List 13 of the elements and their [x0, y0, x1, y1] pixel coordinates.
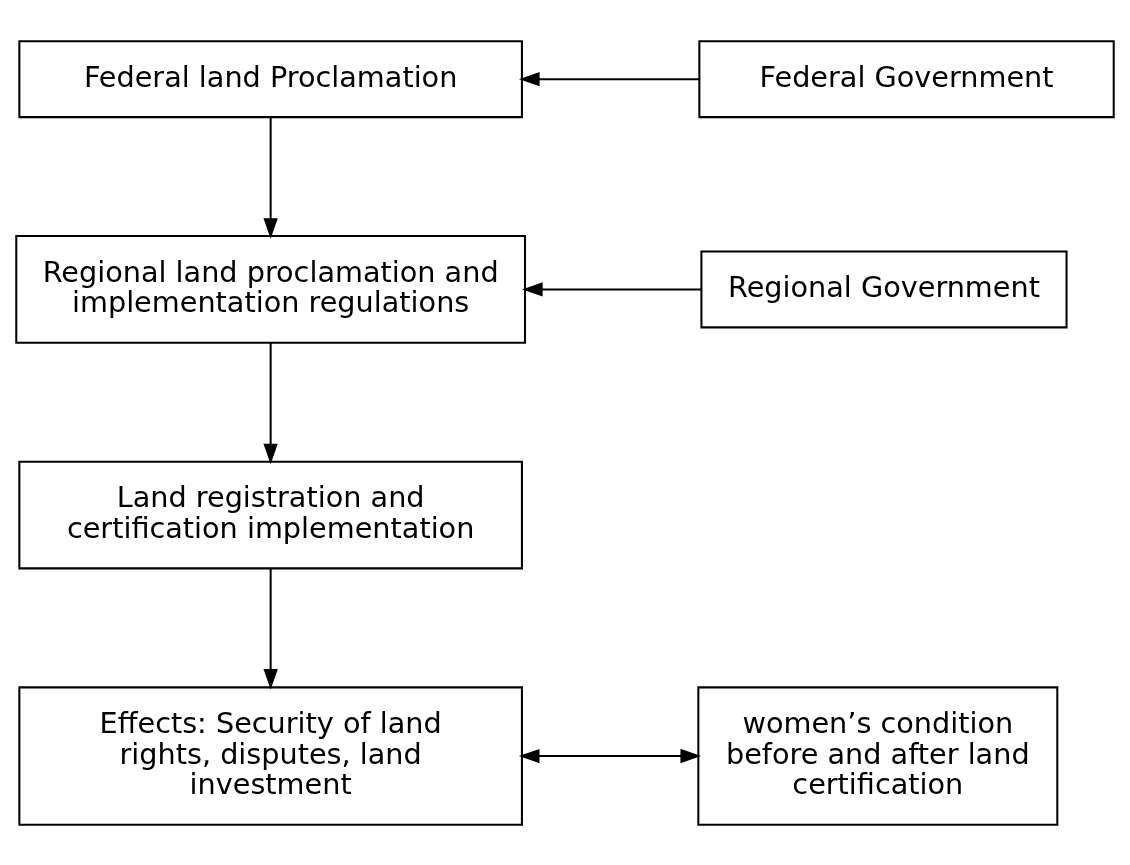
arrow [522, 281, 702, 297]
node-box: Effects: Security of land rights, disputes, land investment [18, 685, 523, 826]
node-box: Regional Government [700, 249, 1068, 328]
node-box: Land registration and certification implementation [18, 460, 523, 569]
node-box: Regional land proclamation and implementation regulations [15, 234, 527, 344]
node-box: Federal Government [698, 39, 1115, 118]
arrow [263, 116, 278, 239]
arrow [263, 568, 278, 690]
arrow [263, 342, 278, 464]
node-box: women’s condition before and after land certification [697, 685, 1059, 826]
arrow [519, 71, 700, 86]
arrow [518, 748, 701, 763]
node-box: Federal land Proclamation [18, 39, 523, 118]
